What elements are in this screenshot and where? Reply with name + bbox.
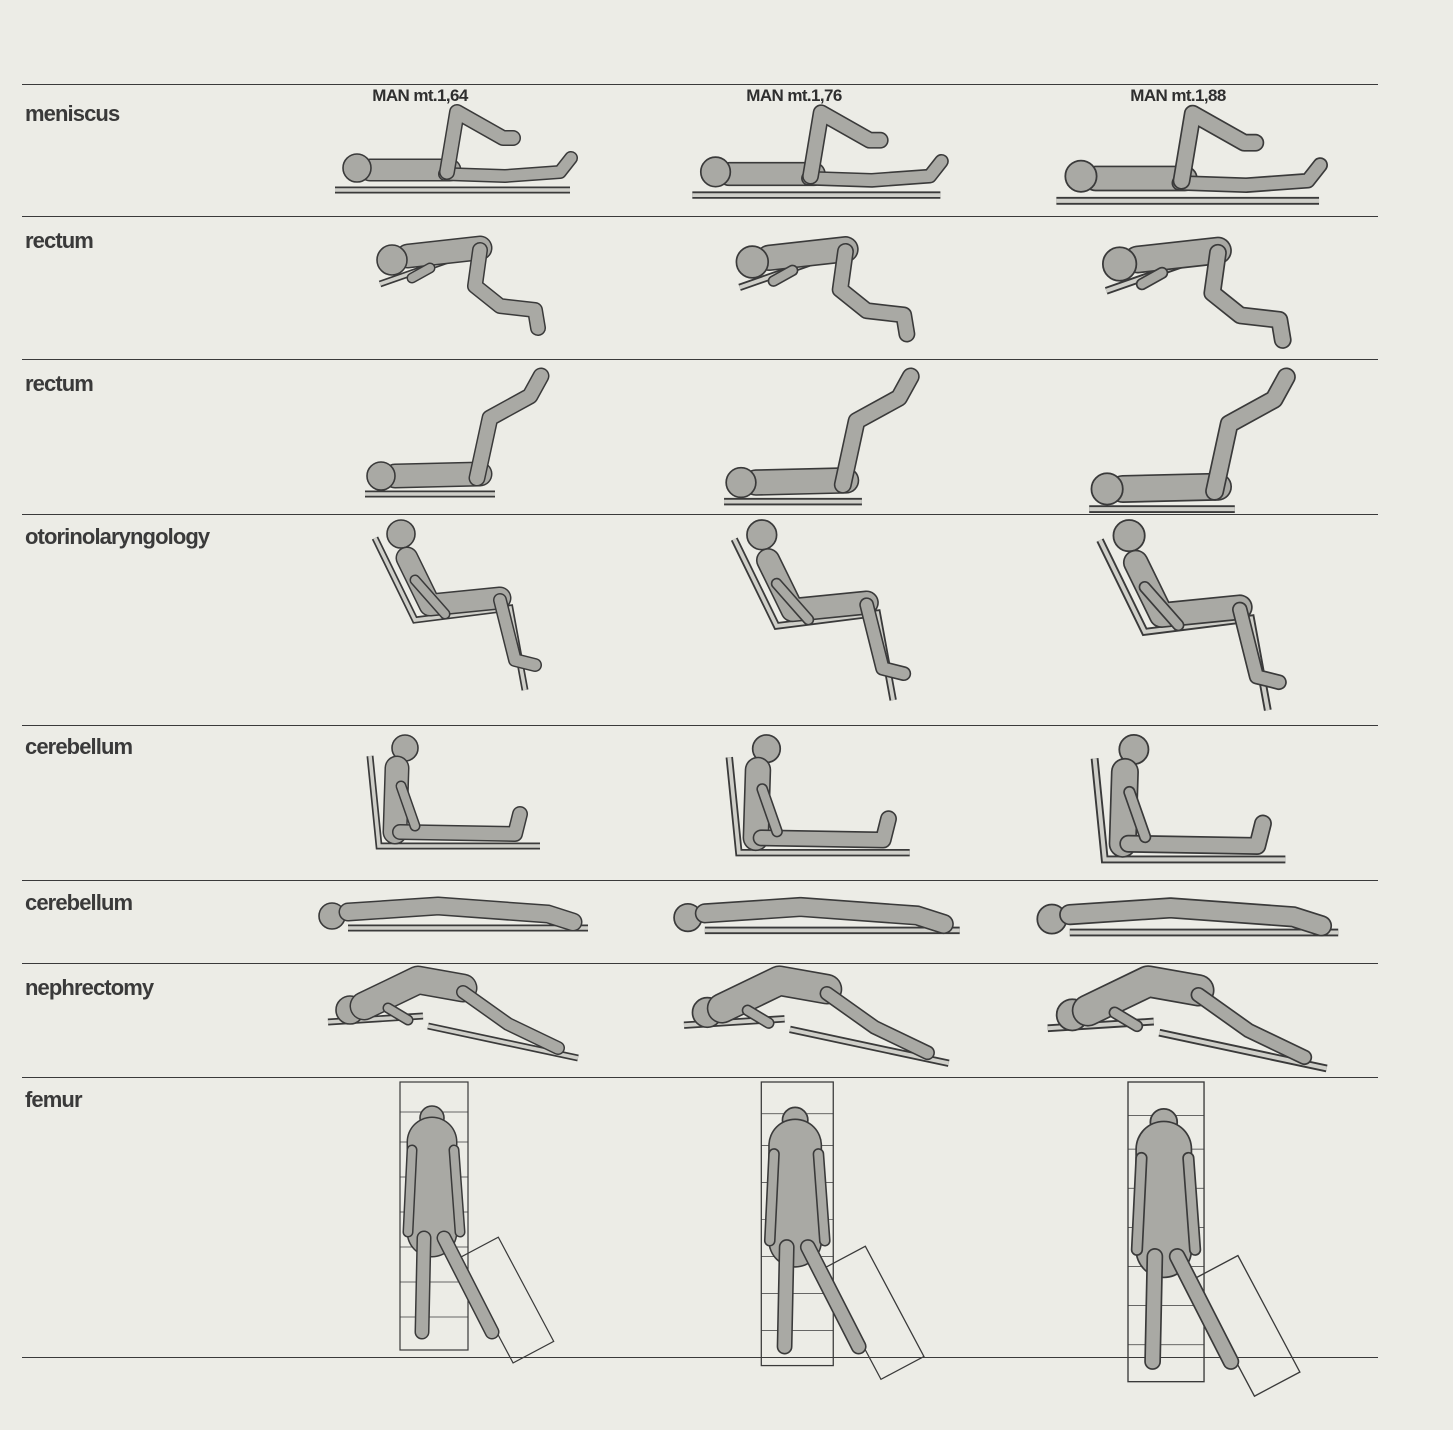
rule-row-7 bbox=[22, 1077, 1378, 1078]
figure-prone-flat-col-2 bbox=[673, 890, 965, 956]
figure-prone-flat-col-3 bbox=[1036, 890, 1344, 956]
figure-supine-knee-flexed-col-3 bbox=[1056, 98, 1328, 212]
row-label-rectum-2: rectum bbox=[25, 371, 94, 396]
row-label-cerebellum-2: cerebellum bbox=[25, 890, 133, 915]
figure-lithotomy-legs-up-col-1 bbox=[365, 367, 550, 508]
rule-row-3 bbox=[22, 514, 1378, 515]
figure-lithotomy-legs-up-col-3 bbox=[1089, 367, 1296, 514]
row-label-femur: femur bbox=[25, 1087, 83, 1112]
rule-bottom bbox=[22, 1357, 1378, 1358]
figure-lithotomy-legs-up-col-2 bbox=[724, 367, 920, 508]
figure-upright-seated-legs-extended-col-1 bbox=[365, 734, 545, 872]
rule-row-2 bbox=[22, 359, 1378, 360]
figure-flexed-lateral-col-3 bbox=[1047, 965, 1333, 1074]
figure-supine-knee-flexed-col-1 bbox=[335, 98, 578, 212]
figure-upright-seated-legs-extended-col-2 bbox=[724, 734, 915, 872]
figure-standing-leg-abducted-col-2 bbox=[760, 1081, 925, 1381]
column-header-1: MAN mt.1,64 bbox=[372, 86, 468, 105]
figure-upright-seated-legs-extended-col-3 bbox=[1089, 733, 1291, 872]
row-label-otorinolaryngology: otorinolaryngology bbox=[25, 524, 210, 549]
figure-flexed-lateral-col-1 bbox=[327, 965, 583, 1074]
figure-reclined-seated-col-2 bbox=[730, 519, 912, 716]
figure-supine-knee-flexed-col-2 bbox=[692, 98, 949, 212]
rule-row-1 bbox=[22, 216, 1378, 217]
row-label-rectum-1: rectum bbox=[25, 228, 94, 253]
figure-prone-flat-col-1 bbox=[318, 890, 593, 956]
figure-reclined-seated-col-3 bbox=[1096, 519, 1287, 716]
row-label-meniscus: meniscus bbox=[25, 101, 120, 126]
figure-flexed-lateral-col-2 bbox=[683, 965, 954, 1074]
rule-row-5 bbox=[22, 880, 1378, 881]
column-header-3: MAN mt.1,88 bbox=[1130, 86, 1226, 105]
figure-knee-chest-col-3 bbox=[1095, 226, 1292, 350]
rule-row-6 bbox=[22, 963, 1378, 964]
rule-top bbox=[22, 84, 1378, 85]
rule-row-4 bbox=[22, 725, 1378, 726]
figure-knee-chest-col-2 bbox=[729, 226, 916, 350]
figure-standing-leg-abducted-col-3 bbox=[1127, 1081, 1301, 1398]
column-header-2: MAN mt.1,76 bbox=[746, 86, 842, 105]
figure-knee-chest-col-1 bbox=[370, 226, 546, 350]
figure-reclined-seated-col-1 bbox=[371, 519, 542, 716]
row-label-cerebellum-1: cerebellum bbox=[25, 734, 133, 759]
row-label-nephrectomy: nephrectomy bbox=[25, 975, 154, 1000]
figure-standing-leg-abducted-col-1 bbox=[399, 1081, 555, 1364]
